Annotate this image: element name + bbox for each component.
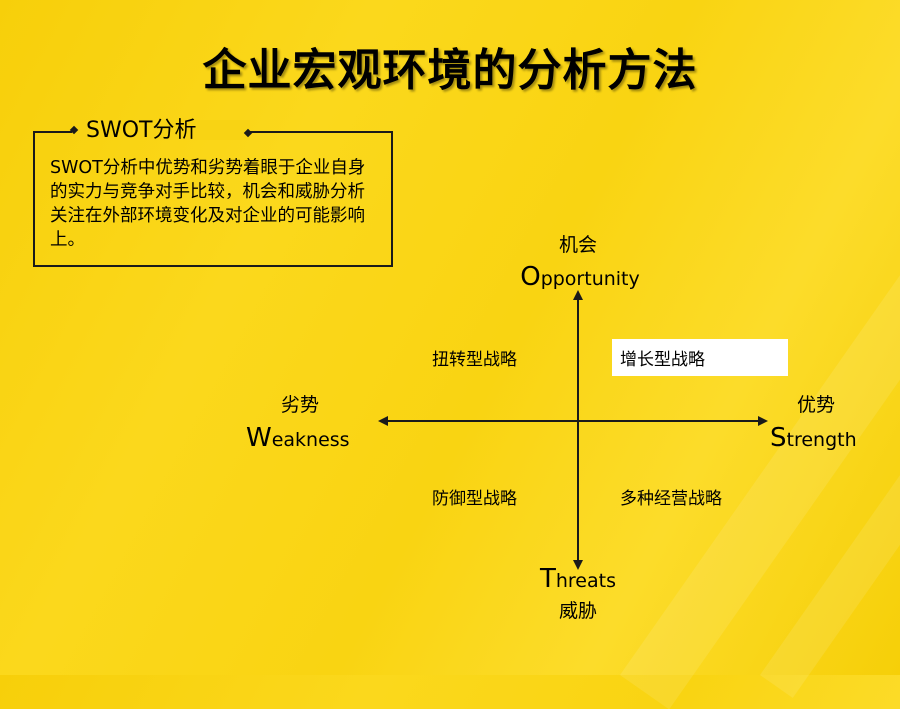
swot-axes (378, 290, 768, 570)
swot-label: SWOT分析 (86, 118, 197, 143)
quadrant-top-right: 增长型战略 (612, 339, 788, 376)
label-mask (72, 120, 250, 140)
axis-right-cn: 优势 (796, 394, 835, 416)
axis-bottom-en: Threats (478, 564, 678, 594)
page-title: 企业宏观环境的分析方法 (202, 45, 698, 96)
axis-bottom-cn: 威胁 (558, 600, 597, 622)
axis-top-rest: pportunity (540, 268, 640, 290)
axis-right-en: Strength (770, 423, 890, 453)
axis-right-first-letter: S (770, 423, 787, 453)
swot-description: SWOT分析中优势和劣势着眼于企业自身的实力与竞争对手比较，机会和威胁分析关注在… (50, 158, 366, 250)
axis-bottom-first-letter: T (539, 564, 556, 594)
quadrant-bottom-right: 多种经营战略 (620, 489, 722, 509)
axis-top-cn: 机会 (558, 234, 597, 256)
quadrant-bottom-left: 防御型战略 (432, 489, 517, 509)
axis-top-en: Opportunity (480, 262, 680, 292)
axis-top-first-letter: O (520, 262, 541, 292)
axis-left-en: Weakness (246, 423, 376, 453)
quadrant-top-left: 扭转型战略 (432, 350, 517, 370)
axis-left-cn: 劣势 (280, 394, 319, 416)
axis-bottom-rest: hreats (555, 570, 616, 592)
axis-left-first-letter: W (246, 423, 272, 453)
axis-left-rest: eakness (271, 429, 350, 451)
axis-right-rest: trength (786, 429, 857, 451)
